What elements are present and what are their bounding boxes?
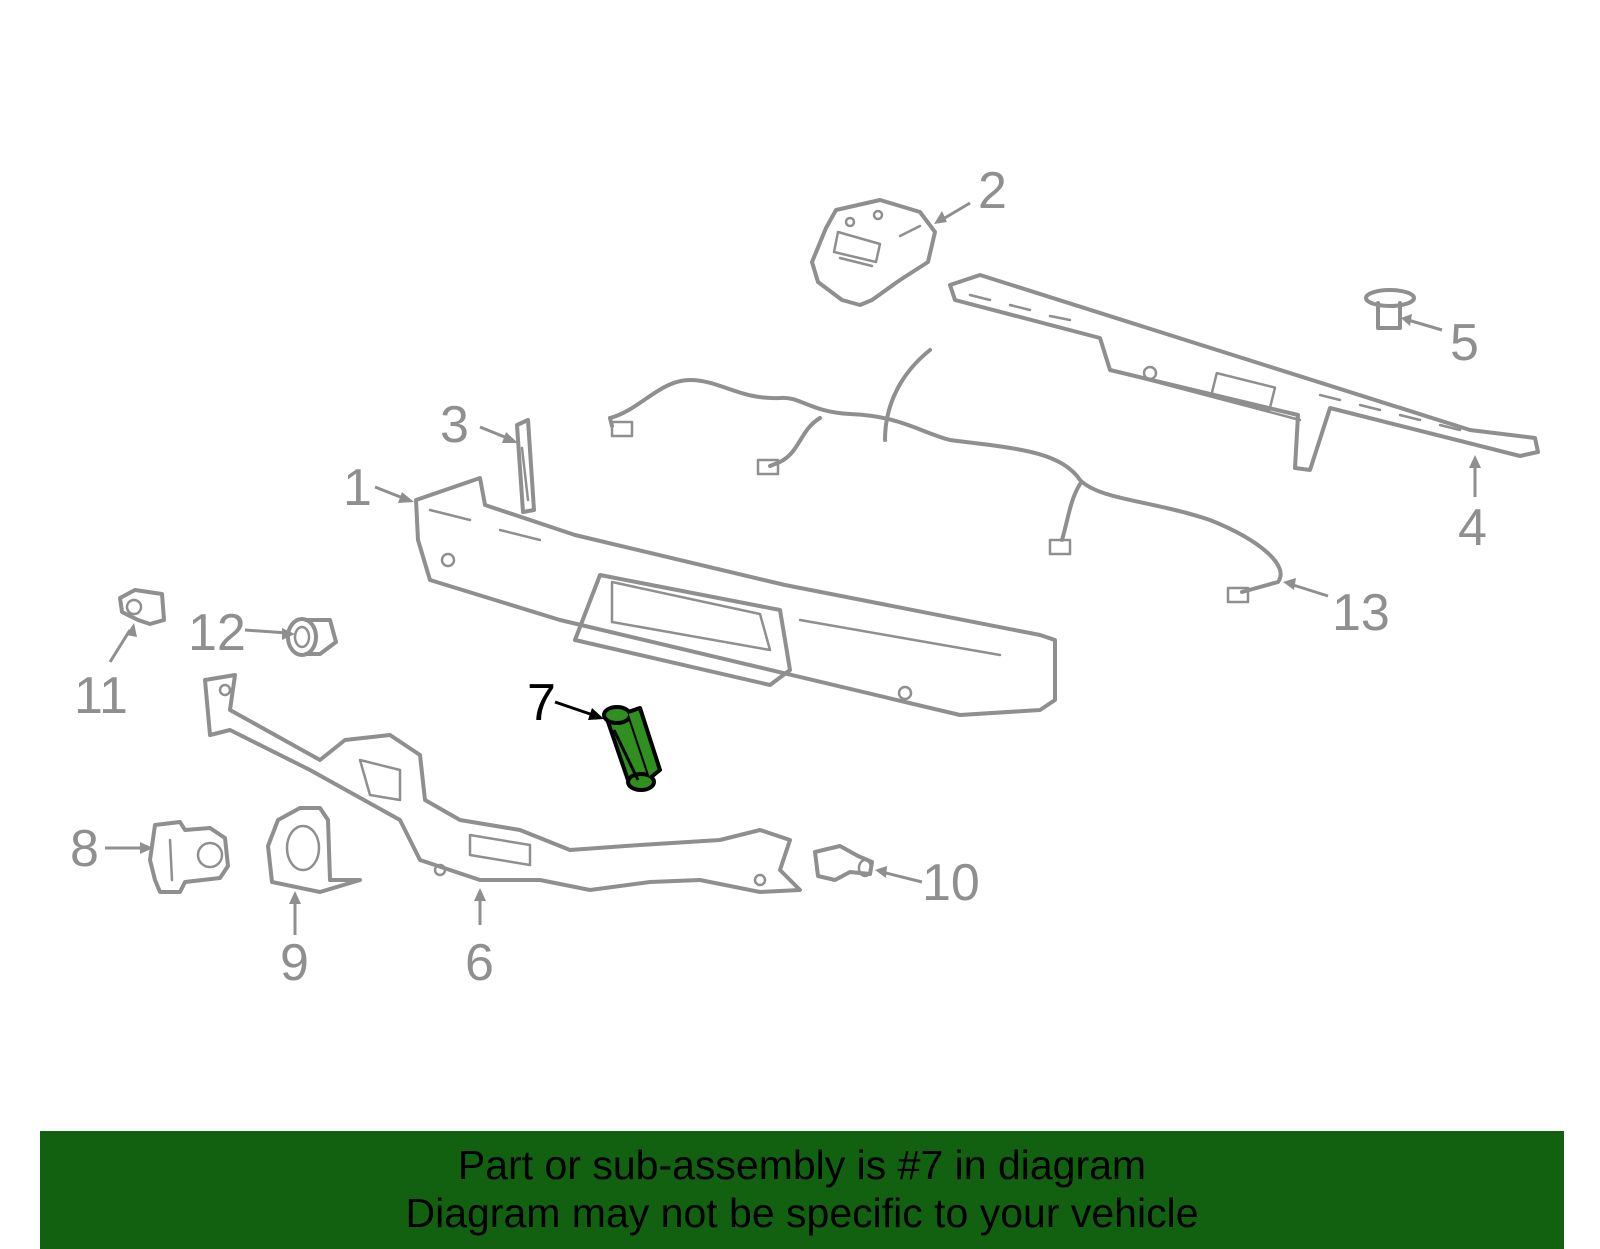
banner-disclaimer: Diagram may not be specific to your vehi… (405, 1190, 1199, 1236)
callout-13: 13 (1332, 584, 1390, 642)
callout-2: 2 (978, 162, 1007, 220)
leader-lines (105, 201, 1477, 935)
callout-6: 6 (465, 934, 494, 992)
part-1-bumper (414, 476, 1057, 717)
part-3-bracket (515, 418, 536, 514)
part-10-connector (813, 844, 874, 882)
part-6-frame (203, 673, 802, 894)
callout-12: 12 (188, 604, 246, 662)
callout-9: 9 (280, 934, 309, 992)
part-11-retainer (118, 588, 166, 626)
callout-5: 5 (1450, 314, 1479, 372)
callout-11: 11 (74, 667, 128, 725)
callout-4: 4 (1458, 499, 1487, 557)
part-7-highlighted-bracket (602, 705, 662, 792)
part-2-step-pad (810, 198, 937, 307)
info-banner: Part or sub-assembly is #7 in diagram Di… (40, 1131, 1564, 1249)
callout-10: 10 (922, 854, 980, 912)
part-5-clip (1364, 288, 1416, 330)
banner-part-message: Part or sub-assembly is #7 in diagram (457, 1142, 1147, 1188)
callout-1: 1 (343, 459, 372, 517)
part-9-mounting-plate (266, 806, 362, 894)
arrowheads (126, 211, 1481, 904)
part-12-grommet (286, 617, 338, 657)
part-13-wiring-harness (608, 348, 1283, 604)
callout-7: 7 (527, 674, 556, 732)
callout-8: 8 (70, 820, 99, 878)
part-4-step-bar (948, 273, 1540, 472)
part-8-sensor (148, 820, 230, 894)
callout-3: 3 (440, 396, 469, 454)
callout-labels: 1 2 3 4 5 6 7 8 9 10 11 12 13 (70, 162, 1487, 992)
